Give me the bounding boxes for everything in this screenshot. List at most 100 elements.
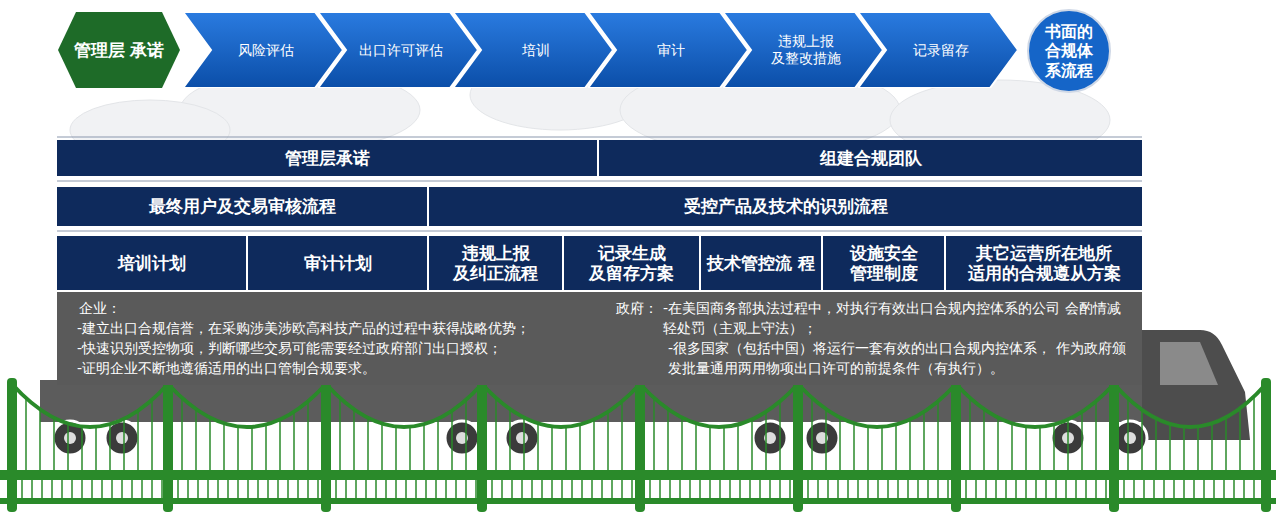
bridge-rail [897, 480, 899, 498]
node-body: 管理层 承诺 [58, 12, 180, 88]
bridge-rail [947, 480, 949, 498]
panel-item: -很多国家（包括中国）将运行一套有效的出口合规内控体系， 作为政府颁发批量通用两… [668, 338, 1133, 378]
bridge-hanger [751, 419, 753, 470]
bridge-tower [163, 378, 173, 512]
bridge-hanger [551, 426, 553, 470]
bridge-rail [975, 480, 977, 498]
bridge-cable [1114, 384, 1266, 427]
bridge-rail [475, 480, 477, 498]
node-label: 其它运营所在地所 适用的合规遵从方案 [952, 243, 1136, 284]
bridge-rail [817, 480, 819, 498]
bridge-rail [1105, 480, 1107, 498]
table-rule [57, 137, 1142, 138]
bridge-rail [247, 480, 249, 498]
bridge-rail [491, 480, 493, 498]
bridge-hanger [667, 409, 669, 470]
bridge-rail [1065, 480, 1067, 498]
node-body: 违规上报 及整改措施 [723, 12, 883, 88]
bridge-rail [41, 480, 43, 498]
bridge-rail [385, 480, 387, 498]
node-body: 设施安全 管理制度 [823, 236, 944, 290]
circle-outline [1028, 10, 1110, 92]
bridge-rail [591, 480, 593, 498]
bridge-rail [131, 480, 133, 498]
chevron-outline [723, 12, 883, 88]
bridge-hanger [395, 427, 397, 470]
bridge-hanger [123, 419, 125, 470]
bridge-hanger [737, 425, 739, 470]
bridge-hanger [923, 412, 925, 470]
bridge-hanger [465, 400, 467, 470]
bridge-hanger [437, 419, 439, 470]
bridge-rail [455, 480, 457, 498]
bridge-hanger [1067, 419, 1069, 470]
bridge-rail [521, 480, 523, 498]
node-label: 管理层 承诺 [74, 40, 165, 60]
table-cell: 其它运营所在地所 适用的合规遵从方案 [946, 236, 1142, 290]
bridge-hanger [579, 425, 581, 470]
bridge-hanger [109, 424, 111, 470]
bridge-rail [1173, 480, 1175, 498]
bridge-rail [1055, 480, 1057, 498]
bridge-hanger [1095, 401, 1097, 470]
bridge-hanger [181, 398, 183, 470]
bridge-hanger [653, 398, 655, 470]
bridge-rail [965, 480, 967, 498]
bridge-rail [365, 480, 367, 498]
bridge-hanger [839, 418, 841, 470]
process-chevron: 审计 [588, 12, 748, 88]
bridge-rail [621, 480, 623, 498]
bridge-rail [121, 480, 123, 498]
bridge-hanger [681, 418, 683, 470]
bridge-rail [1143, 480, 1145, 498]
node-label: 审计 [657, 42, 685, 59]
bridge-tower [793, 378, 803, 512]
node-label: 出口许可评估 [359, 42, 443, 59]
node-label: 培训 [522, 42, 550, 59]
node-body: 管理层承诺 [57, 140, 597, 176]
bridge-rail [917, 480, 919, 498]
bridge-rail [581, 480, 583, 498]
table-cell: 记录生成 及留存方案 [564, 236, 699, 290]
bridge-hanger [1183, 427, 1185, 470]
bridge-cable [12, 384, 168, 427]
bridge-hanger [825, 409, 827, 470]
bridge-rail [511, 480, 513, 498]
bridge-hanger [1053, 425, 1055, 470]
bridge-hanger [279, 419, 281, 470]
node-label: 培训计划 [118, 253, 186, 273]
bridge-rail [405, 480, 407, 498]
bridge-rail [237, 480, 239, 498]
truck-cab [1142, 330, 1250, 440]
bridge-rail [759, 480, 761, 498]
bridge-rail [739, 480, 741, 498]
chevron-outline [183, 12, 343, 88]
bridge-cable [798, 384, 956, 427]
bridge-hanger [25, 398, 27, 470]
panel-item: -建立出口合规信誉，在采购涉美涉欧高科技产品的过程中获得战略优势； [77, 318, 617, 338]
table-cell: 违规上报 及纠正流程 [429, 236, 562, 290]
bridge-hanger [53, 418, 55, 470]
bridge-rail [807, 480, 809, 498]
bridge-hanger [779, 401, 781, 470]
bridge-rail [345, 480, 347, 498]
bridge-hanger [353, 409, 355, 470]
bridge-rail [101, 480, 103, 498]
bridge-rail [177, 480, 179, 498]
bridge-tower [1261, 378, 1271, 512]
bridge-rail [465, 480, 467, 498]
bridge-rail [1203, 480, 1205, 498]
bridge-hanger [1169, 424, 1171, 470]
node-body: 技术管控流 程 [701, 236, 821, 290]
bridge-rail [649, 480, 651, 498]
node-label: 违规上报 及整改措施 [755, 33, 857, 67]
bridge-hanger [1253, 397, 1255, 470]
bridge-rail [257, 480, 259, 498]
bridge-rail [907, 480, 909, 498]
bridge-rail [611, 480, 613, 498]
node-body: 书面的 合规体 系流程 [1026, 8, 1112, 94]
bridge-rail [541, 480, 543, 498]
bridge-hanger [523, 418, 525, 470]
bridge-rail [141, 480, 143, 498]
bridge-cable [482, 384, 640, 427]
